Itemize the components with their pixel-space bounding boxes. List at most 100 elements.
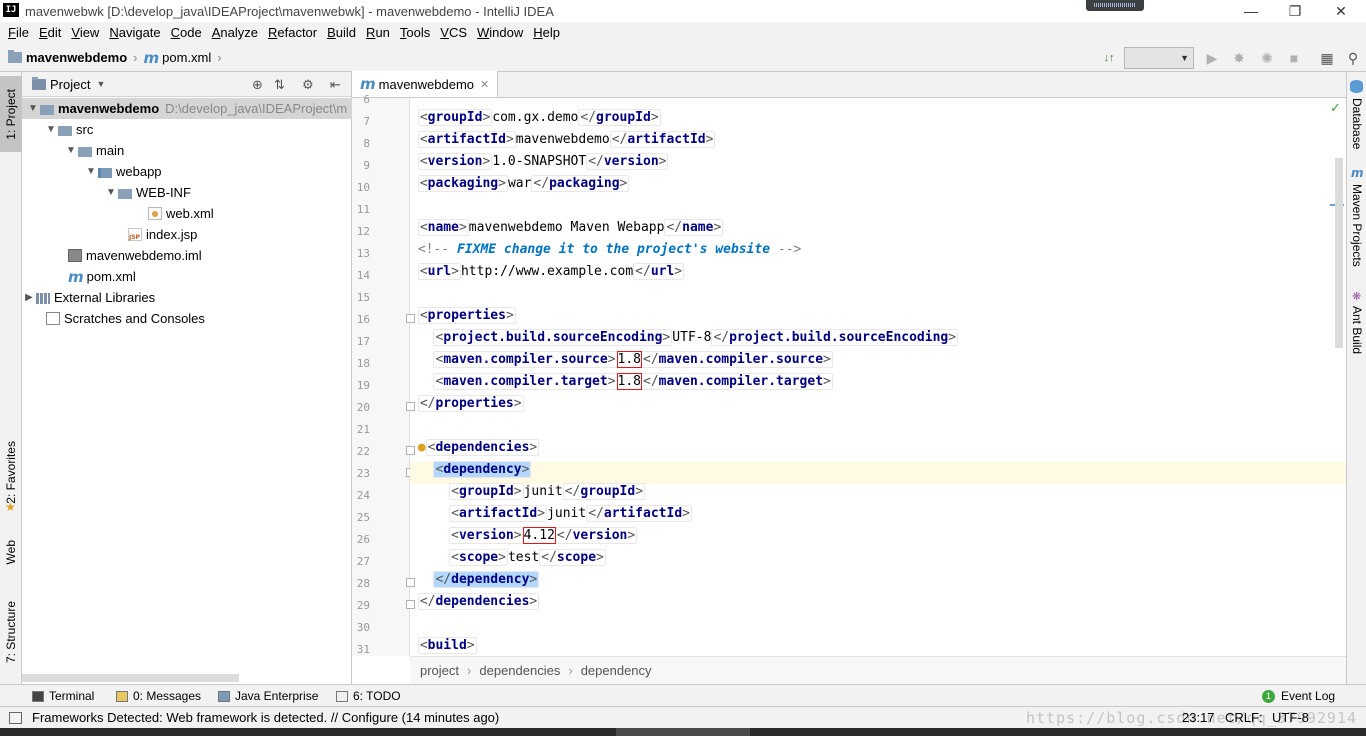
tab-pom-xml[interactable]: m mavenwebdemo ✕ bbox=[352, 71, 499, 97]
expand-arrow-icon[interactable]: ▼ bbox=[106, 187, 116, 198]
tab-structure[interactable]: 7: Structure bbox=[4, 600, 18, 664]
tool-messages[interactable]: 0: Messages bbox=[116, 685, 201, 707]
line-number: 21 bbox=[356, 423, 370, 436]
tree-item[interactable]: ▶External Libraries bbox=[22, 287, 155, 308]
xml-tag: </properties> bbox=[417, 395, 524, 412]
fold-marker-icon[interactable] bbox=[406, 402, 415, 411]
fold-marker-icon[interactable] bbox=[406, 600, 415, 609]
horizontal-scrollbar[interactable] bbox=[22, 674, 239, 682]
panel-toggle-icon[interactable] bbox=[9, 711, 22, 724]
xml-value: 4.12 bbox=[522, 527, 556, 544]
run-config-combo[interactable]: ▼ bbox=[1124, 47, 1194, 69]
tab-maven-projects[interactable]: Maven Projects bbox=[1350, 184, 1364, 267]
close-icon[interactable]: ✕ bbox=[480, 78, 490, 91]
vertical-scrollbar[interactable] bbox=[1335, 158, 1343, 348]
maven-icon: m bbox=[143, 48, 160, 67]
fold-marker-icon[interactable] bbox=[406, 578, 415, 587]
line-separator[interactable]: CRLF: bbox=[1225, 710, 1263, 725]
menu-code[interactable]: Code bbox=[170, 25, 202, 40]
tree-item[interactable]: ▼WEB-INF bbox=[22, 182, 191, 203]
nav-crumb-project[interactable]: mavenwebdemo bbox=[8, 50, 127, 65]
hide-panel-icon[interactable]: ⇤ bbox=[330, 77, 341, 92]
tool-todo[interactable]: 6: TODO bbox=[336, 685, 401, 707]
debug-icon[interactable]: ✸ bbox=[1233, 49, 1245, 66]
caret-position[interactable]: 23:17 bbox=[1182, 710, 1215, 725]
xml-breadcrumb-item[interactable]: dependencies bbox=[479, 663, 561, 678]
collapse-icon[interactable]: ⇅ bbox=[274, 77, 285, 92]
tree-item[interactable]: Scratches and Consoles bbox=[22, 308, 205, 329]
tree-item-label: web.xml bbox=[166, 206, 214, 221]
run-icon[interactable]: ▶ bbox=[1206, 49, 1218, 66]
tree-item[interactable]: ▼webapp bbox=[22, 161, 162, 182]
code-area[interactable]: <groupId>com.gx.demo</groupId> <artifact… bbox=[410, 98, 1346, 656]
chevron-down-icon[interactable]: ▼ bbox=[96, 79, 106, 89]
line-number: 16 bbox=[356, 313, 370, 326]
project-structure-icon[interactable]: ▦ bbox=[1320, 49, 1334, 66]
tree-item[interactable]: index.jsp bbox=[22, 224, 197, 245]
lightbulb-icon[interactable]: ● bbox=[417, 440, 426, 455]
search-icon[interactable]: ⚲ bbox=[1347, 49, 1359, 66]
menu-file[interactable]: File bbox=[8, 25, 29, 40]
expand-arrow-icon[interactable]: ▼ bbox=[66, 145, 76, 156]
target-icon[interactable]: ⊕ bbox=[252, 77, 263, 92]
close-button[interactable]: ✕ bbox=[1335, 2, 1347, 19]
tab-ant-build[interactable]: Ant Build bbox=[1350, 306, 1364, 355]
tab-web[interactable]: Web bbox=[4, 539, 18, 565]
memory-indicator[interactable] bbox=[1086, 0, 1144, 11]
code-line: <scope>test</scope> bbox=[410, 549, 1346, 572]
stop-icon[interactable]: ■ bbox=[1289, 50, 1299, 66]
sort-icon[interactable]: ↓↑ bbox=[1103, 52, 1115, 64]
tool-terminal[interactable]: Terminal bbox=[32, 685, 94, 707]
xml-tag: <maven.compiler.target> bbox=[433, 373, 618, 390]
maximize-button[interactable]: ❐ bbox=[1288, 2, 1302, 19]
tab-project[interactable]: 1: Project bbox=[0, 76, 22, 152]
menu-vcs[interactable]: VCS bbox=[440, 25, 467, 40]
fold-marker-icon[interactable] bbox=[406, 446, 415, 455]
expand-arrow-icon[interactable]: ▼ bbox=[46, 124, 56, 135]
editor-tab-bar: m mavenwebdemo ✕ bbox=[352, 71, 1346, 98]
menu-window[interactable]: Window bbox=[477, 25, 524, 40]
expand-arrow-icon[interactable]: ▼ bbox=[28, 103, 38, 114]
menu-navigate[interactable]: Navigate bbox=[109, 25, 161, 40]
line-number: 23 bbox=[356, 467, 370, 480]
code-line bbox=[410, 198, 1346, 220]
tree-item[interactable]: ▼main bbox=[22, 140, 124, 161]
file-encoding[interactable]: UTF-8 bbox=[1272, 710, 1309, 725]
expand-arrow-icon[interactable]: ▶ bbox=[25, 292, 33, 303]
status-message[interactable]: Frameworks Detected: Web framework is de… bbox=[32, 710, 500, 725]
tab-database[interactable]: Database bbox=[1350, 98, 1364, 150]
tool-event-log[interactable]: 1 Event Log bbox=[1262, 685, 1335, 707]
menu-edit[interactable]: Edit bbox=[38, 25, 62, 40]
coverage-icon[interactable]: ✺ bbox=[1261, 49, 1273, 66]
gear-icon[interactable]: ⚙ bbox=[302, 77, 314, 92]
code-line: <version>4.12</version> bbox=[410, 527, 1346, 550]
menu-view[interactable]: View bbox=[71, 25, 100, 40]
expand-arrow-icon[interactable]: ▼ bbox=[86, 166, 96, 177]
project-view-selector[interactable]: Project bbox=[50, 76, 91, 92]
menu-help[interactable]: Help bbox=[533, 25, 560, 40]
xml-tag: <dependency> bbox=[433, 461, 532, 478]
menu-refactor[interactable]: Refactor bbox=[267, 25, 318, 40]
tool-java-enterprise[interactable]: Java Enterprise bbox=[218, 685, 318, 707]
menu-tools[interactable]: Tools bbox=[399, 25, 431, 40]
maven-icon: m bbox=[360, 75, 376, 93]
line-number: 11 bbox=[356, 203, 370, 216]
menu-run[interactable]: Run bbox=[366, 25, 390, 40]
tree-item[interactable]: mavenwebdemo.iml bbox=[22, 245, 202, 266]
xml-breadcrumb-item[interactable]: dependency bbox=[580, 663, 652, 678]
chevron-right-icon: › bbox=[133, 50, 138, 65]
menu-build[interactable]: Build bbox=[327, 25, 357, 40]
tree-item[interactable]: ▼src bbox=[22, 119, 93, 140]
tree-item-path: D:\develop_java\IDEAProject\m bbox=[165, 101, 348, 116]
fold-marker-icon[interactable] bbox=[406, 314, 415, 323]
nav-crumb-file[interactable]: m pom.xml bbox=[143, 48, 212, 67]
star-icon: ★ bbox=[5, 500, 16, 514]
menu-analyze[interactable]: Analyze bbox=[211, 25, 258, 40]
xml-breadcrumb-item[interactable]: project bbox=[420, 663, 460, 678]
line-number: 6 bbox=[363, 93, 370, 106]
minimize-button[interactable]: — bbox=[1244, 3, 1258, 19]
xml-tag: </version> bbox=[586, 153, 669, 170]
tree-item[interactable]: web.xml bbox=[22, 203, 214, 224]
